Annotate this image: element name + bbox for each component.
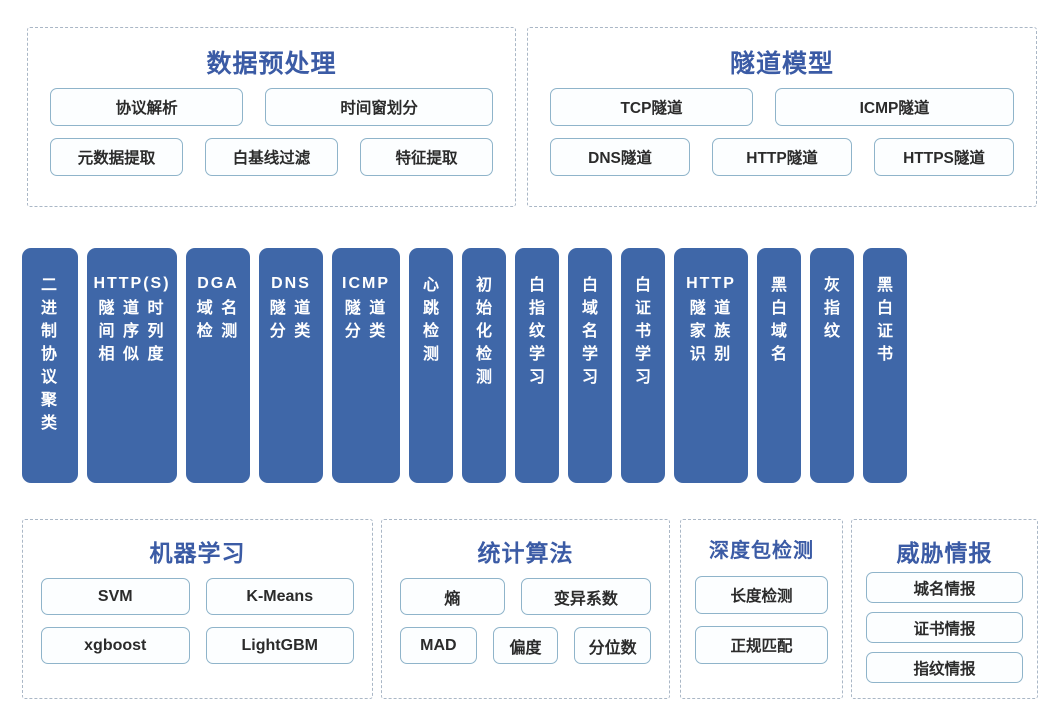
chip-城名情报[interactable]: 城名情报	[866, 572, 1023, 603]
detection-column-label: 隧 道 时 间 序 列 相 似 度	[98, 300, 166, 363]
detection-column-9[interactable]: 白 域 名 学 习	[568, 248, 612, 483]
panel-threat-intelligence: 威胁情报 城名情报证书情报指纹情报	[851, 519, 1038, 699]
panel-title-tunnel-model: 隧道模型	[729, 50, 834, 78]
panel-deep-packet-inspection: 深度包检测 长度检测正规匹配	[680, 519, 843, 699]
chip-证书情报[interactable]: 证书情报	[866, 612, 1023, 643]
chip-row: SVM K-Means	[41, 578, 354, 615]
chip-group-tunnel-model: TCP隧道 ICMP隧道 DNS隧道 HTTP隧道 HTTPS隧道	[550, 88, 1014, 188]
detection-column-latin-label: DNS	[271, 275, 311, 292]
panel-title-machine-learning: 机器学习	[149, 540, 246, 566]
detection-column-label: 白 域 名 学 习	[581, 277, 598, 386]
detection-column-label: 初 始 化 检 测	[475, 277, 492, 386]
detection-column-label: 域 名 检 测	[196, 300, 240, 340]
detection-column-label: 白 指 纹 学 习	[528, 277, 545, 386]
detection-column-label: 心 跳 检 测	[422, 277, 439, 363]
chip-row: xgboost LightGBM	[41, 627, 354, 664]
detection-column-11[interactable]: HTTP 隧 道 家 族 识 别	[674, 248, 748, 483]
detection-column-12[interactable]: 黑 白 域 名	[757, 248, 801, 483]
detection-column-8[interactable]: 白 指 纹 学 习	[515, 248, 559, 483]
panel-title-data-preprocessing: 数据预处理	[206, 50, 337, 78]
detection-column-label: 隧 道 分 类	[269, 300, 313, 340]
panel-tunnel-model: 隧道模型 TCP隧道 ICMP隧道 DNS隧道 HTTP隧道 HTTPS隧道	[527, 27, 1037, 207]
panel-title-deep-packet-inspection: 深度包检测	[709, 540, 814, 562]
chip-row: 正规匹配	[695, 626, 828, 664]
detection-column-10[interactable]: 白 证 书 学 习	[621, 248, 665, 483]
chip-特征提取[interactable]: 特征提取	[360, 138, 493, 176]
chip-row: 元数据提取白基线过滤特征提取	[50, 138, 493, 176]
detection-column-label: 黑 白 证 书	[876, 277, 893, 363]
chip-row: 熵变异系数	[400, 578, 651, 615]
chip-group-deep-packet-inspection: 长度检测正规匹配	[695, 576, 828, 676]
chip-group-machine-learning: SVM K-Means xgboost LightGBM	[41, 578, 354, 676]
detection-column-label: 黑 白 域 名	[770, 277, 787, 363]
detection-column-14[interactable]: 黑 白 证 书	[863, 248, 907, 483]
chip-http隧道[interactable]: HTTP隧道	[712, 138, 852, 176]
chip-row: 协议解析时间窗划分	[50, 88, 493, 126]
chip-svm[interactable]: SVM	[41, 578, 190, 615]
chip-mad[interactable]: MAD	[400, 627, 477, 664]
detection-column-6[interactable]: 心 跳 检 测	[409, 248, 453, 483]
chip-group-threat-intelligence: 城名情报证书情报指纹情报	[866, 572, 1023, 692]
chip-group-data-preprocessing: 协议解析时间窗划分元数据提取白基线过滤特征提取	[50, 88, 493, 188]
chip-row: 指纹情报	[866, 652, 1023, 683]
chip-时间窗划分[interactable]: 时间窗划分	[265, 88, 493, 126]
detection-column-label: 白 证 书 学 习	[634, 277, 651, 386]
detection-column-latin-label: HTTP(S)	[93, 275, 171, 292]
chip-变异系数[interactable]: 变异系数	[520, 578, 651, 615]
detection-column-latin-label: ICMP	[342, 275, 390, 292]
detection-column-7[interactable]: 初 始 化 检 测	[462, 248, 506, 483]
detection-column-label: 隧 道 分 类	[344, 300, 388, 340]
detection-column-label: 二 进 制 协 议 聚 类	[40, 277, 59, 432]
panel-statistical-algorithms: 统计算法 熵变异系数 MAD 偏度分位数	[381, 519, 670, 699]
chip-icmp隧道[interactable]: ICMP隧道	[774, 88, 1014, 126]
chip-正规匹配[interactable]: 正规匹配	[695, 626, 828, 664]
chip-白基线过滤[interactable]: 白基线过滤	[205, 138, 338, 176]
chip-k-means[interactable]: K-Means	[205, 578, 354, 615]
chip-lightgbm[interactable]: LightGBM	[205, 627, 354, 664]
panel-title-statistical-algorithms: 统计算法	[477, 540, 574, 566]
chip-偏度[interactable]: 偏度	[492, 627, 559, 664]
chip-row: TCP隧道 ICMP隧道	[550, 88, 1014, 126]
chip-熵[interactable]: 熵	[400, 578, 505, 615]
chip-xgboost[interactable]: xgboost	[41, 627, 190, 664]
chip-dns隧道[interactable]: DNS隧道	[550, 138, 690, 176]
chip-tcp隧道[interactable]: TCP隧道	[550, 88, 753, 126]
chip-row: DNS隧道 HTTP隧道 HTTPS隧道	[550, 138, 1014, 176]
chip-协议解析[interactable]: 协议解析	[50, 88, 244, 126]
chip-row: 城名情报	[866, 572, 1023, 603]
chip-分位数[interactable]: 分位数	[574, 627, 651, 664]
detection-capability-columns: 二 进 制 协 议 聚 类 HTTP(S) 隧 道 时 间 序 列 相 似 度 DGA…	[22, 248, 1039, 483]
detection-column-2[interactable]: HTTP(S) 隧 道 时 间 序 列 相 似 度	[87, 248, 177, 483]
chip-长度检测[interactable]: 长度检测	[695, 576, 828, 614]
chip-元数据提取[interactable]: 元数据提取	[50, 138, 183, 176]
detection-column-label: 隧 道 家 族 识 别	[689, 300, 733, 363]
detection-column-1[interactable]: 二 进 制 协 议 聚 类	[22, 248, 78, 483]
chip-指纹情报[interactable]: 指纹情报	[866, 652, 1023, 683]
chip-group-statistical-algorithms: 熵变异系数 MAD 偏度分位数	[400, 578, 651, 676]
chip-row: MAD 偏度分位数	[400, 627, 651, 664]
panel-title-threat-intelligence: 威胁情报	[896, 540, 993, 566]
detection-column-3[interactable]: DGA 域 名 检 测	[186, 248, 250, 483]
detection-column-4[interactable]: DNS 隧 道 分 类	[259, 248, 323, 483]
panel-data-preprocessing: 数据预处理 协议解析时间窗划分元数据提取白基线过滤特征提取	[27, 27, 516, 207]
panel-machine-learning: 机器学习 SVM K-Means xgboost LightGBM	[22, 519, 373, 699]
chip-row: 证书情报	[866, 612, 1023, 643]
detection-column-13[interactable]: 灰 指 纹	[810, 248, 854, 483]
detection-column-latin-label: HTTP	[686, 275, 736, 292]
chip-row: 长度检测	[695, 576, 828, 614]
detection-column-label: 灰 指 纹	[823, 277, 840, 340]
detection-column-5[interactable]: ICMP 隧 道 分 类	[332, 248, 400, 483]
chip-https隧道[interactable]: HTTPS隧道	[874, 138, 1014, 176]
detection-column-latin-label: DGA	[197, 275, 239, 292]
